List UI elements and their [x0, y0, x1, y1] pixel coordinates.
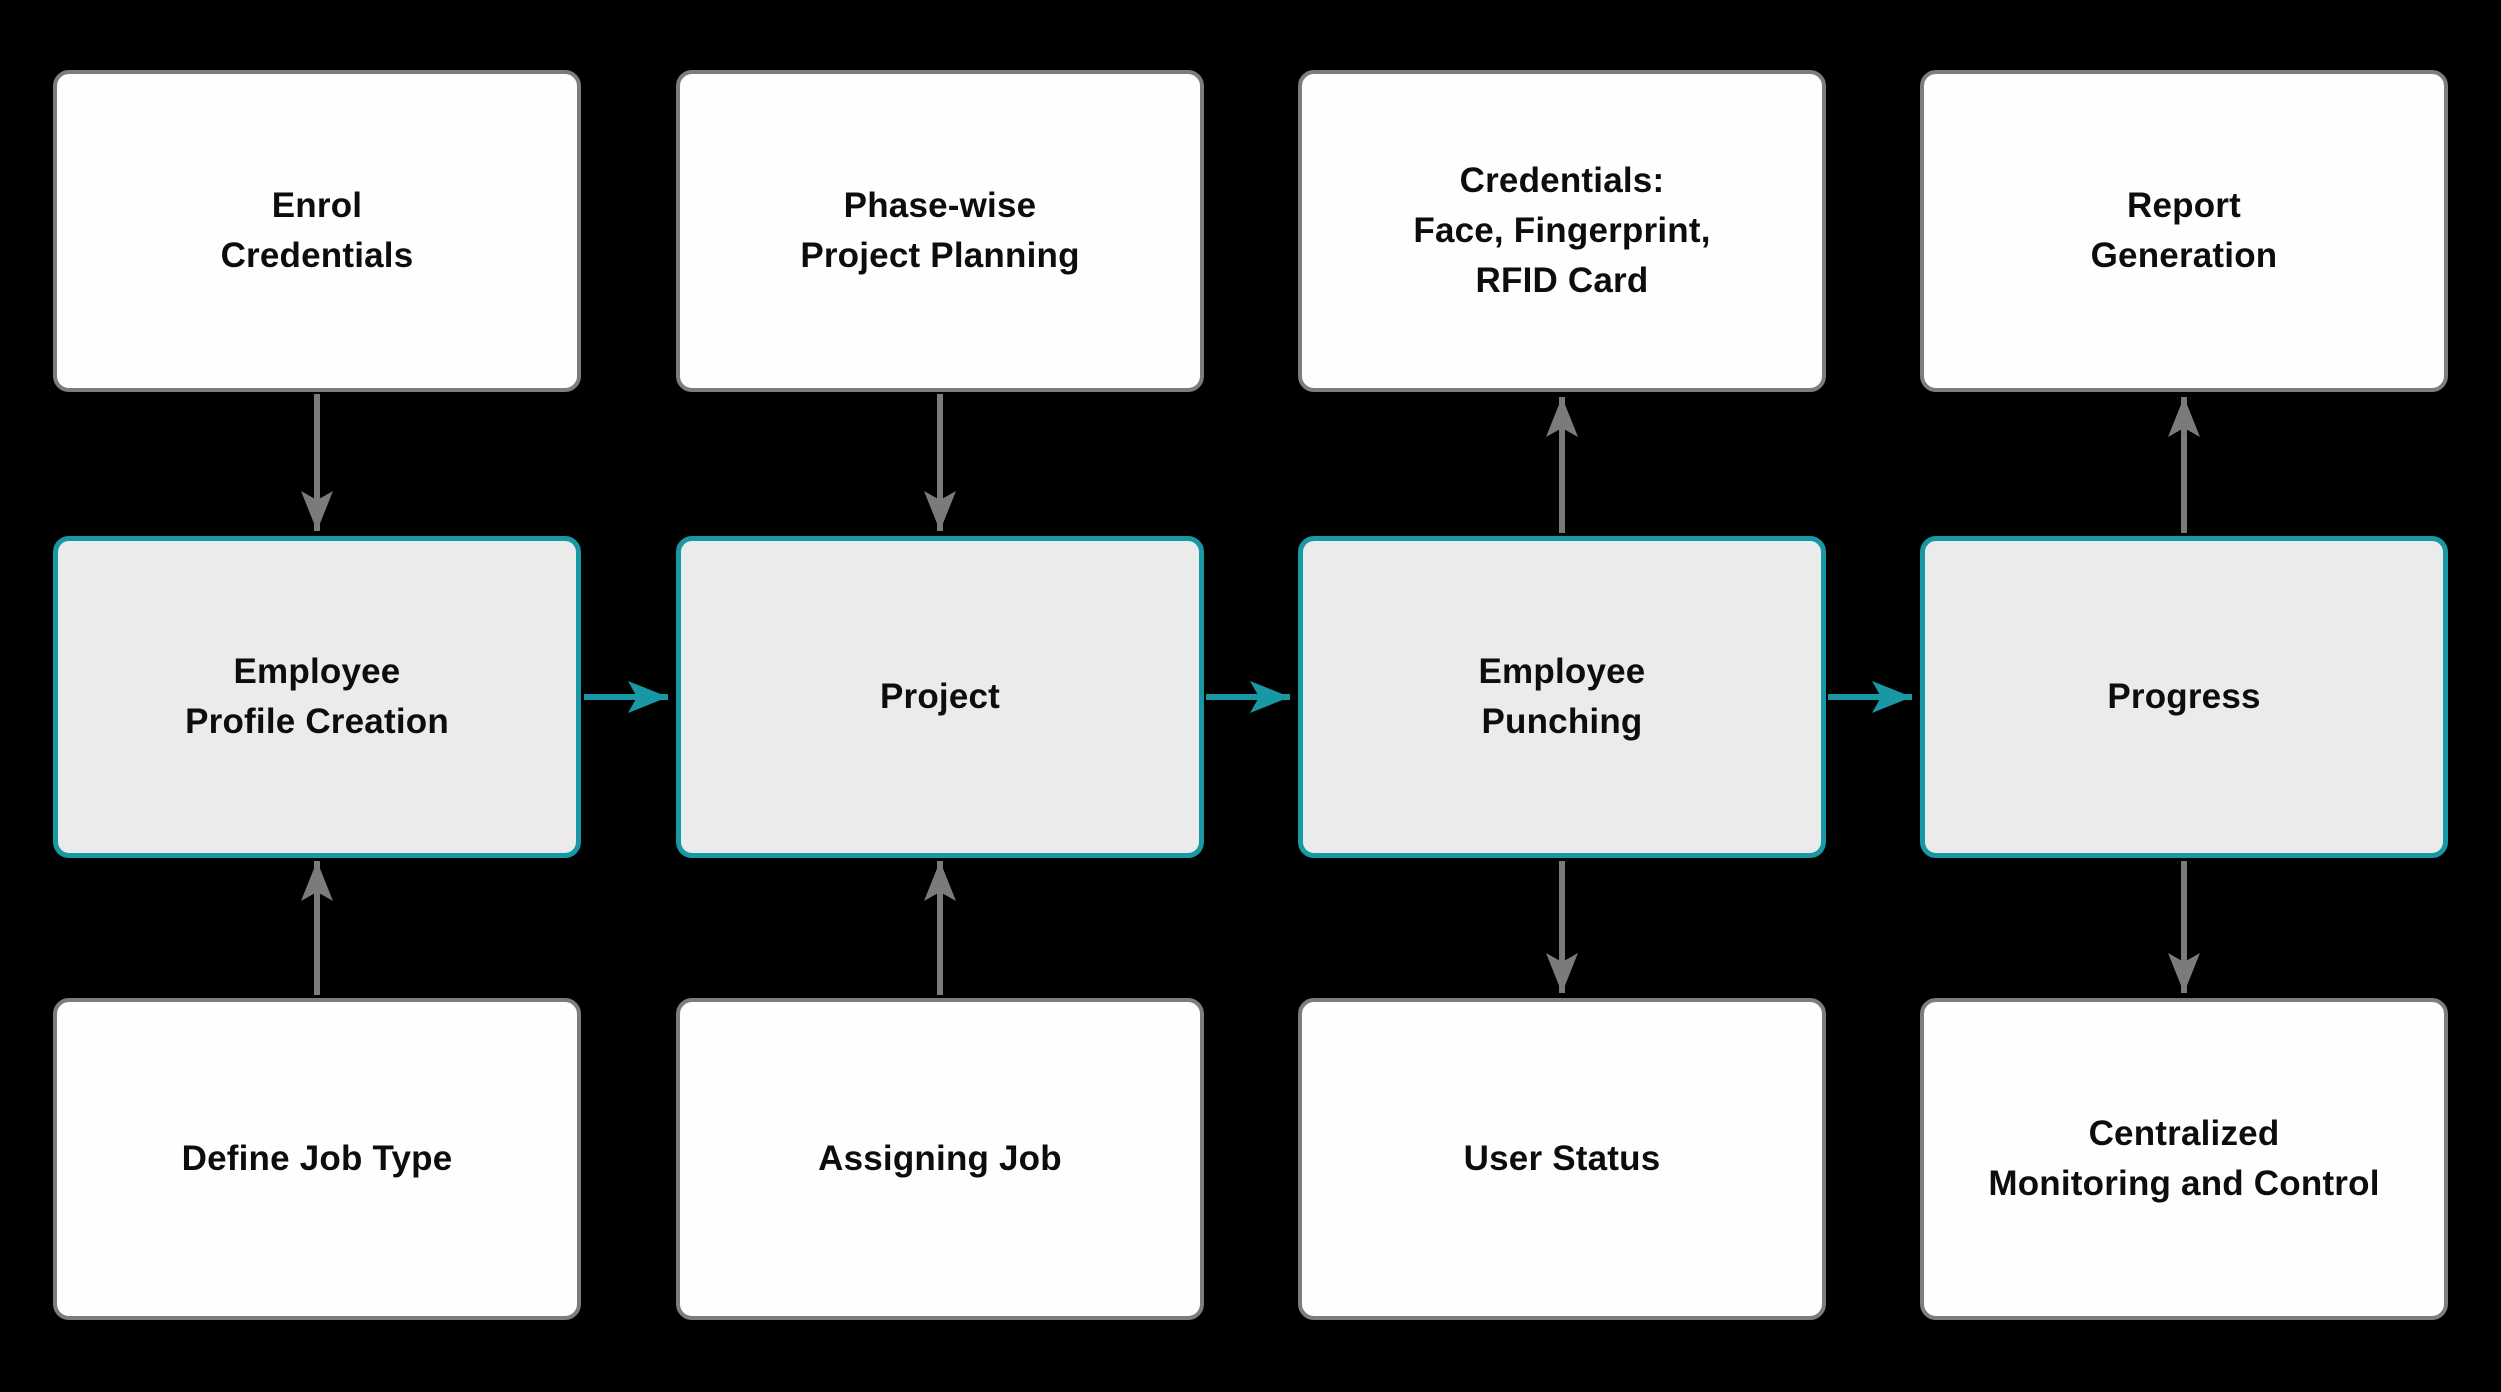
- node-project: Project: [676, 536, 1204, 858]
- node-define-job-type-label: Define Job Type: [181, 1138, 453, 1178]
- node-employee-profile-creation-label: Employee Profile Creation: [185, 651, 449, 741]
- node-credentials-face-fingerprint-rfid: Credentials: Face, Fingerprint, RFID Car…: [1298, 70, 1826, 392]
- node-phase-wise-project-planning: Phase-wise Project Planning: [676, 70, 1204, 392]
- node-define-job-type: Define Job Type: [53, 998, 581, 1320]
- node-credentials-face-fingerprint-rfid-label: Credentials: Face, Fingerprint, RFID Car…: [1413, 160, 1711, 301]
- node-user-status-label: User Status: [1463, 1138, 1661, 1178]
- node-project-label: Project: [879, 676, 1001, 716]
- node-assigning-job-label: Assigning Job: [818, 1138, 1062, 1178]
- node-employee-punching-label: Employee Punching: [1478, 651, 1646, 741]
- node-enrol-credentials: Enrol Credentials: [53, 70, 581, 392]
- node-report-generation-label: Report Generation: [2090, 185, 2278, 275]
- node-centralized-monitoring-and-control-label: Centralized Monitoring and Control: [1988, 1113, 2380, 1203]
- node-employee-profile-creation: Employee Profile Creation: [53, 536, 581, 858]
- node-assigning-job: Assigning Job: [676, 998, 1204, 1320]
- node-employee-punching: Employee Punching: [1298, 536, 1826, 858]
- node-user-status: User Status: [1298, 998, 1826, 1320]
- node-report-generation: Report Generation: [1920, 70, 2448, 392]
- node-phase-wise-project-planning-label: Phase-wise Project Planning: [800, 185, 1080, 275]
- node-progress-label: Progress: [2107, 676, 2261, 716]
- node-enrol-credentials-label: Enrol Credentials: [220, 185, 414, 275]
- node-centralized-monitoring-and-control: Centralized Monitoring and Control: [1920, 998, 2448, 1320]
- node-progress: Progress: [1920, 536, 2448, 858]
